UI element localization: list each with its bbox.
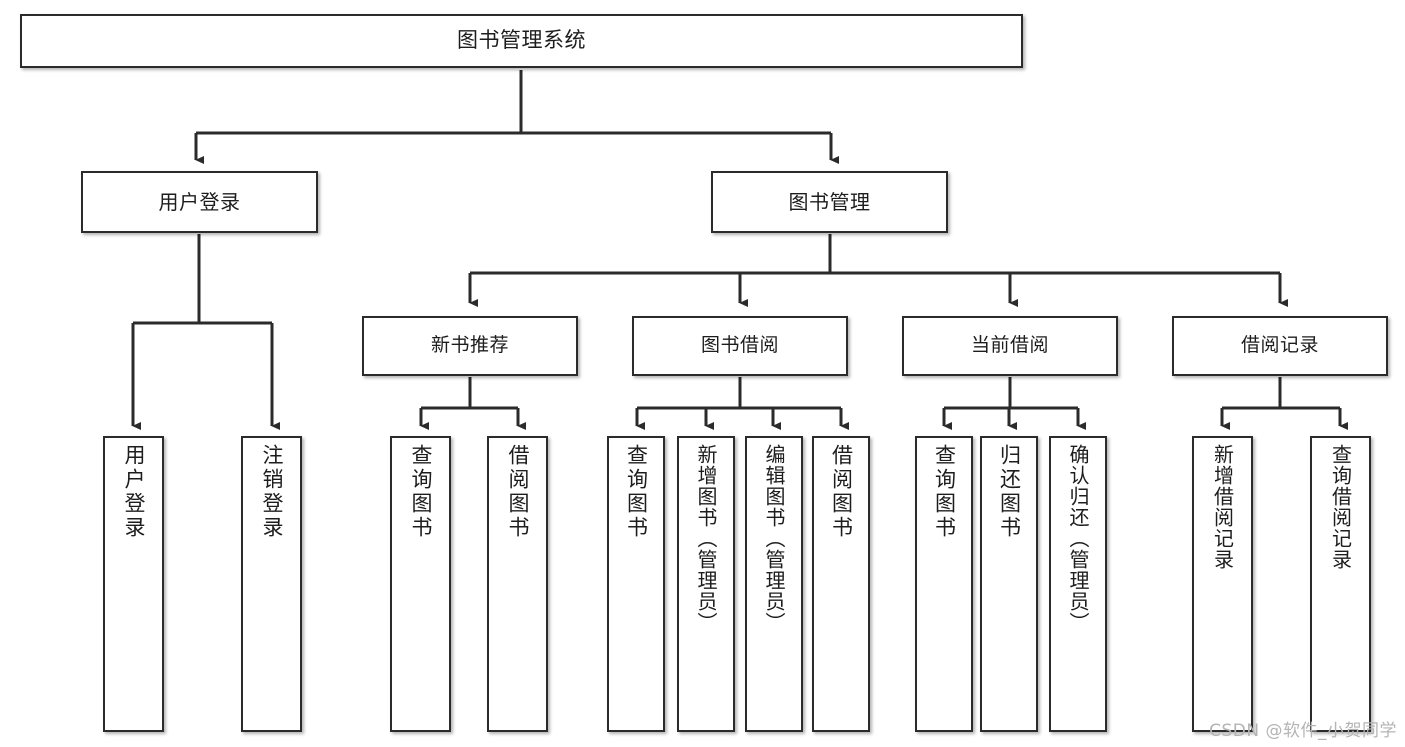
node-label: 归还图书 [997, 444, 1022, 540]
node-label: 借阅图书 [506, 444, 530, 540]
leaf-add-borrow-record[interactable]: 新增借阅记录 [1192, 436, 1253, 732]
leaf-borrow-book[interactable]: 借阅图书 [812, 436, 870, 732]
leaf-logout[interactable]: 注销登录 [241, 436, 302, 732]
node-label: 注销登录 [260, 444, 284, 540]
node-user-login[interactable]: 用户登录 [81, 171, 318, 233]
leaf-user-login[interactable]: 用户登录 [103, 436, 164, 732]
node-label: 用户登录 [122, 444, 146, 540]
leaf-query-book-recommend[interactable]: 查询图书 [390, 436, 451, 732]
leaf-borrow-book-recommend[interactable]: 借阅图书 [487, 436, 548, 732]
node-book-borrow[interactable]: 图书借阅 [632, 316, 848, 376]
leaf-edit-book-admin[interactable]: 编辑图书（管理员） [745, 436, 803, 732]
node-book-management[interactable]: 图书管理 [711, 171, 948, 233]
node-label: 新增借阅记录 [1210, 444, 1235, 570]
node-label: 新增图书（管理员） [694, 444, 718, 633]
node-label: 新书推荐 [430, 334, 509, 357]
node-label: 查询图书 [932, 444, 957, 540]
leaf-add-book-admin[interactable]: 新增图书（管理员） [677, 436, 735, 732]
node-label: 借阅图书 [829, 444, 854, 540]
node-label: 图书管理系统 [457, 28, 586, 53]
leaf-return-book[interactable]: 归还图书 [980, 436, 1038, 732]
node-borrow-record[interactable]: 借阅记录 [1172, 316, 1388, 376]
node-label: 图书管理 [788, 189, 871, 214]
node-label: 图书借阅 [700, 334, 779, 357]
node-label: 查询图书 [409, 444, 433, 540]
node-label: 借阅记录 [1240, 334, 1319, 357]
node-label: 查询图书 [624, 444, 649, 540]
leaf-query-book-current[interactable]: 查询图书 [915, 436, 973, 732]
leaf-confirm-return-admin[interactable]: 确认归还（管理员） [1049, 436, 1107, 732]
node-label: 用户登录 [158, 189, 241, 214]
node-label: 查询借阅记录 [1328, 444, 1353, 570]
node-current-borrow[interactable]: 当前借阅 [902, 316, 1118, 376]
node-label: 当前借阅 [970, 334, 1049, 357]
node-new-book-recommend[interactable]: 新书推荐 [362, 316, 578, 376]
leaf-query-book-borrow[interactable]: 查询图书 [607, 436, 665, 732]
node-label: 编辑图书（管理员） [762, 444, 786, 633]
leaf-query-borrow-record[interactable]: 查询借阅记录 [1310, 436, 1371, 732]
node-root-system[interactable]: 图书管理系统 [20, 14, 1023, 68]
node-label: 确认归还（管理员） [1066, 444, 1090, 633]
